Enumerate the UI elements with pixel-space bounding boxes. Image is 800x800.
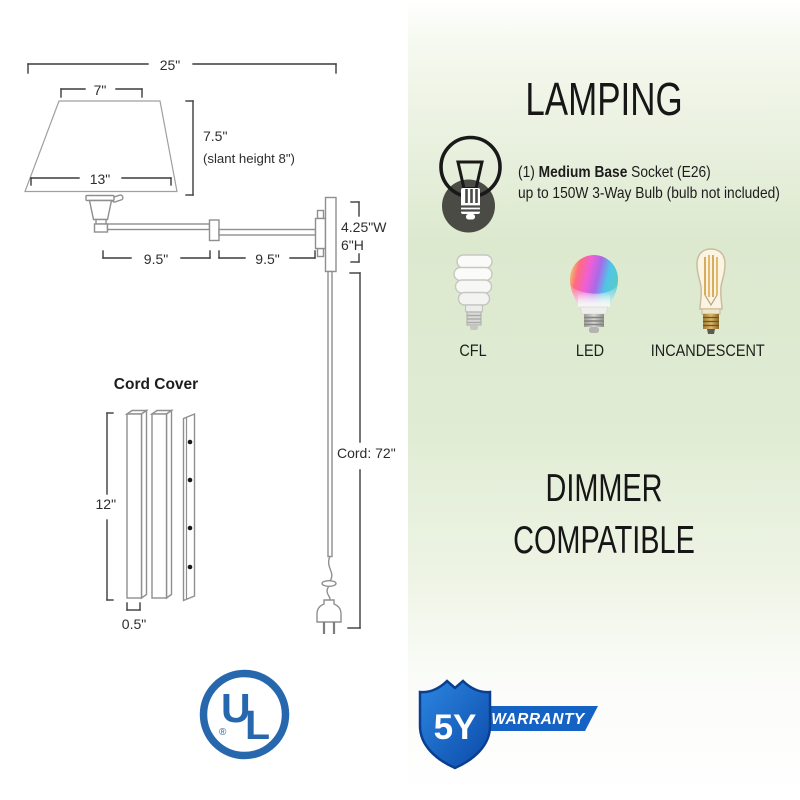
- ul-letter-u: U: [221, 685, 251, 731]
- ul-letter-l: L: [245, 702, 270, 748]
- screw-hole: [187, 525, 193, 531]
- dim-backplate-w-label: 4.25"W: [341, 219, 387, 235]
- screw-hole: [187, 477, 193, 483]
- dim-0-5-label: 0.5": [122, 616, 146, 632]
- dim-backplate-h-label: 6"H: [341, 237, 364, 253]
- dim-arm1-label: 9.5": [144, 251, 168, 267]
- screw-hole: [187, 439, 193, 445]
- dim-7-5-label: 7.5": [203, 128, 227, 144]
- ul-registered-symbol: ®: [219, 727, 227, 738]
- dimension-cover-width: 0.5": [122, 602, 146, 632]
- socket-line2: up to 150W 3-Way Bulb (bulb not included…: [518, 184, 780, 202]
- cord-cover-drawing: Cord Cover 12" 0.5": [96, 376, 199, 632]
- dimension-shade-height: 7.5" (slant height 8"): [185, 100, 295, 196]
- warranty-ribbon: [486, 706, 598, 731]
- dimmer-line2: COMPATIBLE: [513, 519, 695, 562]
- led-bulb-image: [570, 255, 618, 333]
- dim-cord-label: Cord: 72": [337, 445, 396, 461]
- dim-12-label: 12": [96, 496, 117, 512]
- dimension-shade-top: 7": [60, 82, 143, 98]
- elbow-joint: [208, 219, 220, 242]
- dimmer-compatible-text: DIMMER COMPATIBLE: [459, 463, 749, 567]
- led-label: LED: [575, 341, 605, 360]
- dimension-cord: Cord: 72": [337, 272, 396, 629]
- dimension-overall-width: 25": [27, 57, 337, 74]
- warranty-badge: 5Y WARRANTY: [418, 679, 598, 770]
- wall-plate: [324, 196, 337, 273]
- socket-drawing: [85, 194, 124, 233]
- dim-13-label: 13": [90, 171, 111, 187]
- dimension-arm-segment-1: 9.5": [102, 250, 211, 267]
- cord-drawing: [316, 270, 342, 634]
- dimension-shade-bottom: 13": [30, 171, 172, 187]
- dim-7-label: 7": [94, 82, 107, 98]
- screw-hole: [187, 564, 193, 570]
- light-bulb-icon: [439, 135, 502, 233]
- warranty-years-text: 5Y: [434, 708, 477, 747]
- incandescent-label: INCANDESCENT: [650, 341, 765, 360]
- socket-line1-suffix: Socket (E26): [627, 164, 711, 181]
- dimension-backplate: 4.25"W 6"H: [341, 201, 387, 263]
- warranty-banner-text: WARRANTY: [491, 711, 586, 728]
- socket-line1-prefix: (1): [518, 164, 539, 181]
- socket-description: (1) Medium Base Socket (E26) up to 150W …: [518, 163, 800, 204]
- dimension-cover-length: 12": [96, 412, 117, 601]
- lamp-dimension-diagram: 25" 7" 7.5" (slant height 8") 13" 9.5": [24, 57, 396, 634]
- dimmer-line1: DIMMER: [545, 467, 663, 510]
- lamping-panel: LAMPING (1) Medium Base Socket (E26) up …: [408, 0, 800, 800]
- incandescent-bulb-image: [696, 248, 726, 334]
- ul-certification-mark: U L ®: [199, 669, 290, 760]
- dimension-arm-segment-2: 9.5": [218, 250, 316, 267]
- socket-line1-bold: Medium Base: [538, 164, 628, 181]
- lamp-shade-drawing: [24, 100, 178, 193]
- cfl-label: CFL: [459, 341, 487, 360]
- cfl-bulb-image: [453, 254, 493, 330]
- panel-title: LAMPING: [525, 73, 683, 125]
- plug: [316, 599, 342, 623]
- dim-25-label: 25": [160, 57, 181, 73]
- dim-arm2-label: 9.5": [255, 251, 279, 267]
- wall-bracket: [314, 217, 327, 250]
- warranty-shield: [418, 679, 492, 770]
- swing-arm-drawing: [106, 196, 337, 273]
- cord-cover-title: Cord Cover: [114, 376, 198, 393]
- dim-slant-note: (slant height 8"): [203, 151, 295, 166]
